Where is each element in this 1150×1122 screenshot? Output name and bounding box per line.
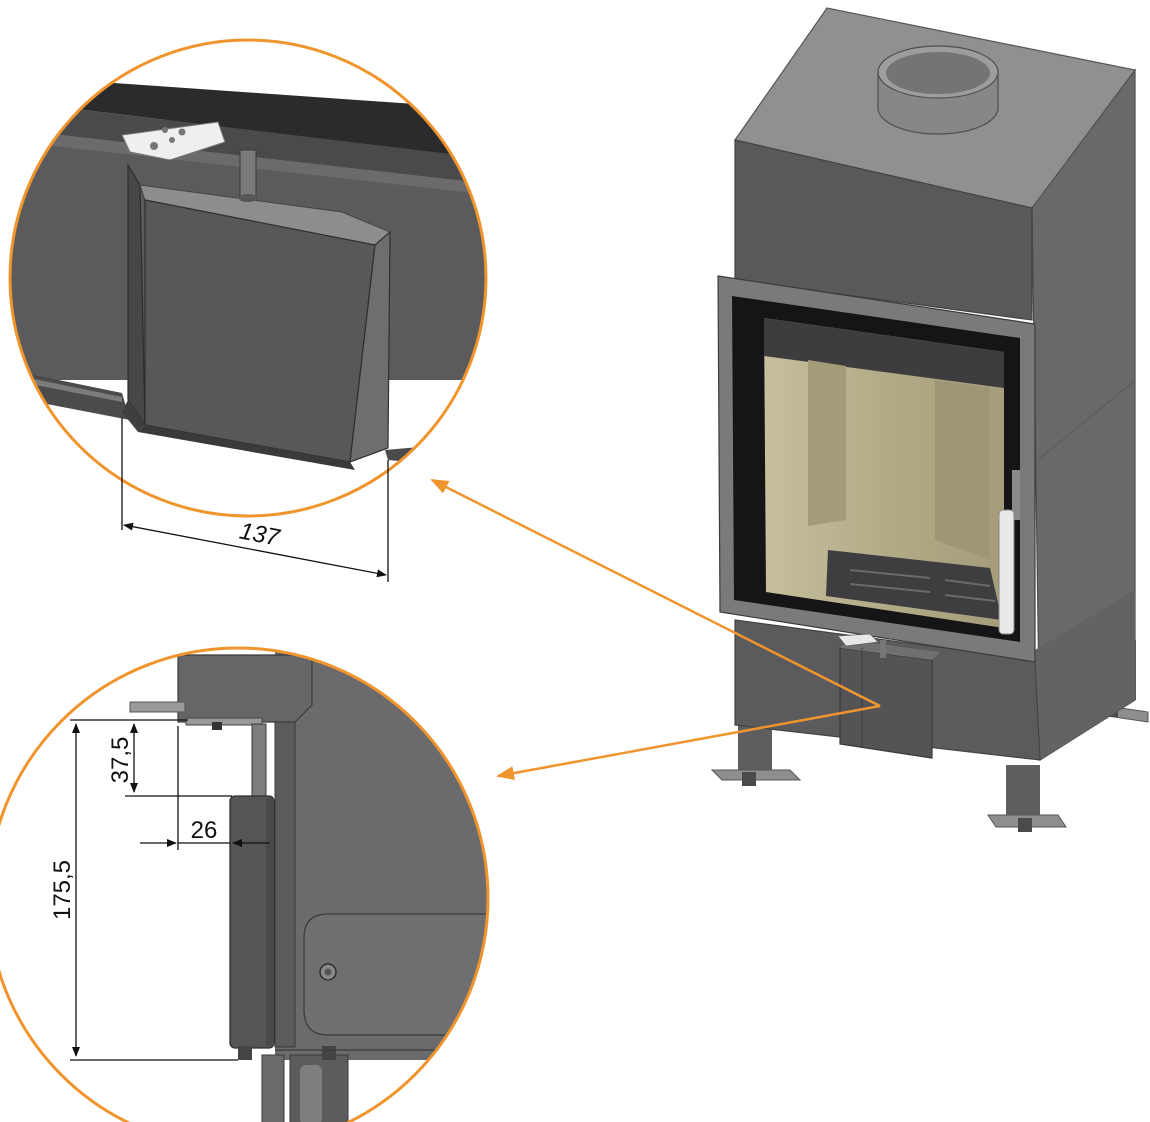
fireplace-insert (710, 7, 1149, 832)
detail-view-bottom: 37,5 26 175,5 (0, 646, 490, 1122)
dimension-175-5-label: 175,5 (49, 860, 76, 920)
damper-key-plate (121, 121, 226, 161)
callout-arrows (430, 478, 881, 781)
dimension-137-label: 137 (237, 518, 283, 552)
dimension-26: 26 (140, 817, 270, 847)
dimension-26-label: 26 (191, 817, 218, 844)
air-damper-box (837, 633, 940, 759)
damper-lever (129, 701, 186, 713)
door-handle (998, 470, 1020, 635)
detail-circle-top-outline (8, 38, 488, 518)
inspection-panel (303, 913, 488, 1036)
dimension-175-5: 175,5 (49, 723, 80, 1057)
detail-view-top: 137 (8, 38, 488, 582)
dimension-37-5: 37,5 (107, 723, 138, 793)
flue-collar (877, 45, 999, 135)
callout-arrow-top (430, 478, 881, 708)
damper-cover (122, 162, 391, 470)
detail-circle-bottom-outline (0, 646, 490, 1122)
fireplace-legs (710, 640, 1149, 832)
fireplace-front-hood (734, 139, 1033, 321)
firebox-grate (826, 550, 1002, 620)
dimension-37-5-label: 37,5 (107, 737, 134, 784)
callout-arrow-bottom (496, 704, 881, 781)
